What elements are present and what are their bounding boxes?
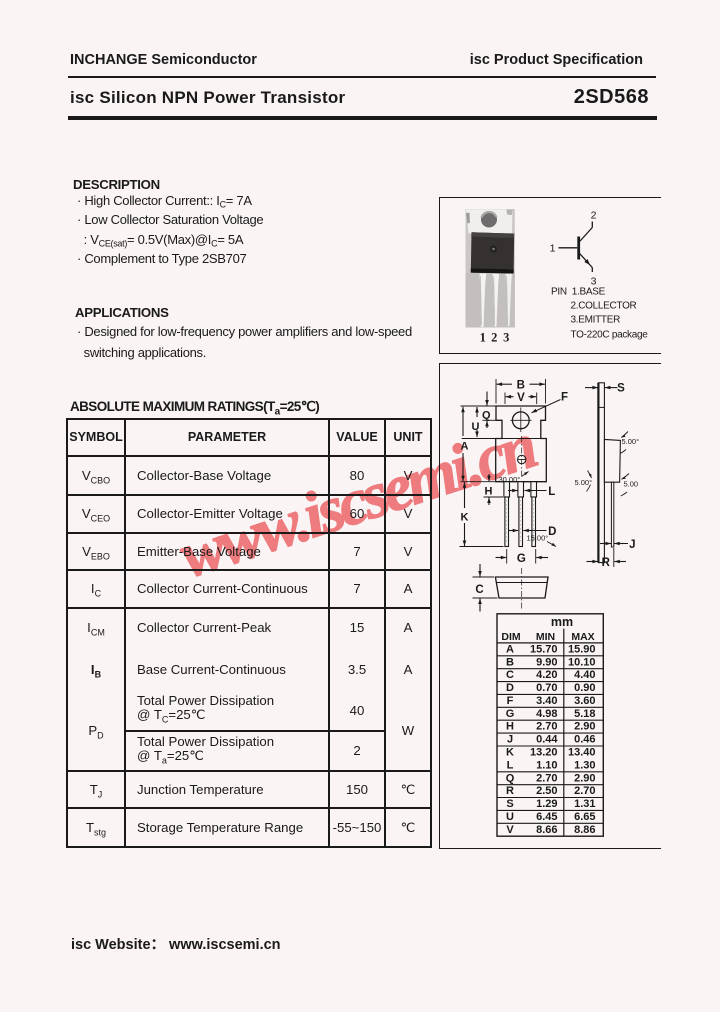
- svg-text:F: F: [507, 695, 514, 707]
- svg-text:1: 1: [480, 331, 486, 345]
- svg-text:5.00°: 5.00°: [622, 437, 640, 446]
- svg-text:2: 2: [491, 331, 497, 345]
- svg-text:U: U: [472, 421, 480, 433]
- svg-text:2.90: 2.90: [574, 721, 595, 733]
- svg-text:D: D: [506, 682, 514, 694]
- svg-text:2.90: 2.90: [574, 772, 595, 784]
- svg-text:PIN 1.BASE: PIN 1.BASE: [551, 287, 606, 298]
- svg-text:10.10: 10.10: [568, 656, 596, 668]
- svg-text:2.COLLECTOR: 2.COLLECTOR: [571, 301, 637, 312]
- svg-text:MIN: MIN: [536, 631, 555, 643]
- svg-text:15.00°: 15.00°: [527, 534, 549, 543]
- svg-text:TO-220C package: TO-220C package: [571, 330, 649, 341]
- svg-text:1.30: 1.30: [574, 759, 595, 771]
- svg-text:15.90: 15.90: [568, 643, 596, 655]
- svg-text:Q: Q: [506, 772, 515, 784]
- svg-text:J: J: [507, 734, 513, 746]
- svg-text:B: B: [506, 656, 514, 668]
- svg-text:DIM: DIM: [501, 631, 521, 643]
- svg-text:5.00: 5.00: [624, 480, 639, 489]
- svg-text:K: K: [461, 511, 469, 523]
- svg-text:4.20: 4.20: [536, 669, 557, 681]
- svg-text:U: U: [506, 811, 514, 823]
- svg-text:13.40: 13.40: [568, 747, 596, 759]
- svg-text:1.10: 1.10: [536, 759, 557, 771]
- svg-text:A: A: [506, 643, 514, 655]
- svg-text:5.18: 5.18: [574, 708, 595, 720]
- svg-text:3.EMITTER: 3.EMITTER: [571, 314, 621, 325]
- svg-text:C: C: [506, 669, 514, 681]
- svg-text:2: 2: [591, 210, 597, 222]
- svg-text:R: R: [506, 785, 514, 797]
- svg-text:30.00°: 30.00°: [499, 475, 521, 484]
- svg-text:L: L: [507, 759, 514, 771]
- svg-text:H: H: [506, 721, 514, 733]
- svg-text:3.40: 3.40: [536, 695, 557, 707]
- svg-text:1.31: 1.31: [574, 798, 595, 810]
- svg-text:A: A: [461, 441, 469, 453]
- svg-text:0.70: 0.70: [536, 682, 557, 694]
- svg-text:9.90: 9.90: [536, 656, 557, 668]
- svg-text:8.86: 8.86: [574, 824, 595, 836]
- svg-text:V: V: [506, 824, 514, 836]
- svg-text:H: H: [485, 486, 493, 498]
- svg-text:Q: Q: [482, 409, 491, 421]
- svg-text:G: G: [506, 708, 515, 720]
- svg-text:13.20: 13.20: [530, 747, 558, 759]
- svg-text:L: L: [548, 486, 555, 498]
- svg-text:0.44: 0.44: [536, 734, 558, 746]
- svg-text:0.46: 0.46: [574, 734, 595, 746]
- svg-text:2.70: 2.70: [536, 772, 557, 784]
- svg-text:mm: mm: [551, 615, 573, 629]
- svg-text:2.70: 2.70: [536, 721, 557, 733]
- svg-text:1: 1: [550, 243, 556, 255]
- svg-text:J: J: [629, 539, 635, 551]
- svg-text:2.50: 2.50: [536, 785, 557, 797]
- svg-text:15.70: 15.70: [530, 643, 558, 655]
- svg-text:6.45: 6.45: [536, 811, 557, 823]
- svg-text:MAX: MAX: [571, 631, 594, 643]
- svg-text:R: R: [602, 557, 611, 569]
- svg-text:G: G: [517, 553, 526, 565]
- svg-text:1.29: 1.29: [536, 798, 557, 810]
- svg-text:S: S: [617, 383, 625, 395]
- svg-text:4.98: 4.98: [536, 708, 557, 720]
- svg-text:3: 3: [591, 276, 597, 288]
- svg-text:K: K: [506, 747, 514, 759]
- svg-text:4.40: 4.40: [574, 669, 595, 681]
- svg-text:3: 3: [503, 331, 509, 345]
- svg-text:D: D: [548, 526, 556, 538]
- svg-text:F: F: [561, 392, 568, 404]
- svg-text:C: C: [475, 584, 483, 596]
- svg-text:6.65: 6.65: [574, 811, 595, 823]
- svg-text:2.70: 2.70: [574, 785, 595, 797]
- svg-text:5.00°: 5.00°: [575, 478, 593, 487]
- svg-text:0.90: 0.90: [574, 682, 595, 694]
- svg-text:S: S: [506, 798, 513, 810]
- svg-text:8.66: 8.66: [536, 824, 557, 836]
- svg-text:3.60: 3.60: [574, 695, 595, 707]
- svg-text:V: V: [517, 392, 525, 404]
- svg-text:B: B: [517, 380, 525, 392]
